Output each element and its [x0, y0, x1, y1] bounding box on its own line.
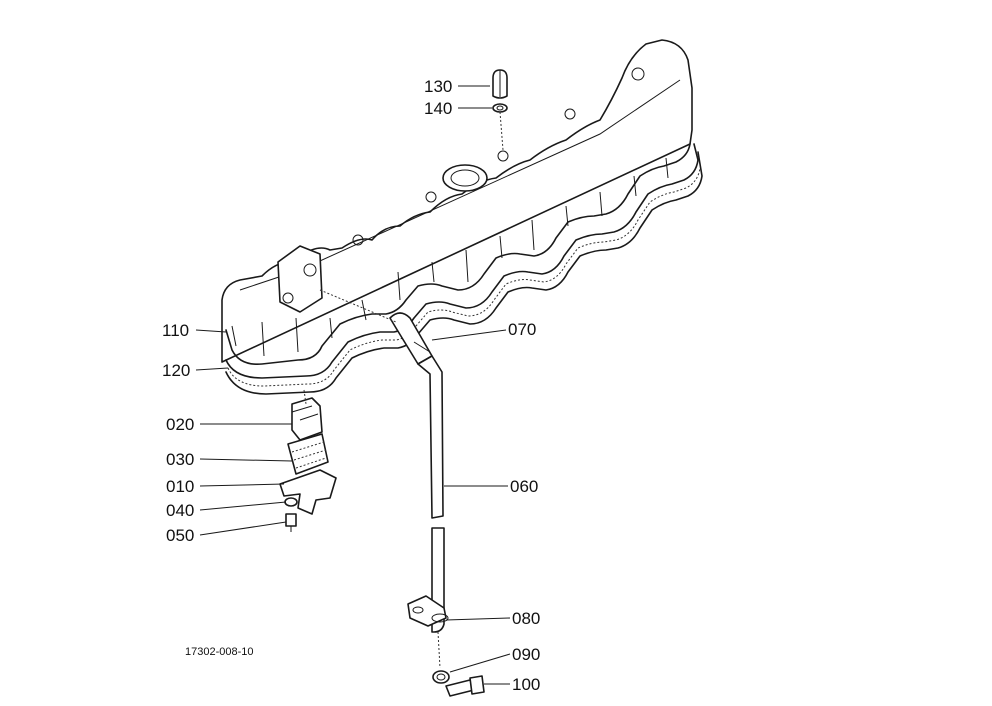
cylinder-head-cover: [221, 39, 703, 395]
callout-140: 140: [424, 99, 452, 118]
callout-120: 120: [162, 361, 190, 380]
callout-080: 080: [512, 609, 540, 628]
breather-hose: [389, 312, 433, 365]
callout-130: 130: [424, 77, 452, 96]
callout-040: 040: [166, 501, 194, 520]
callout-010: 010: [166, 477, 194, 496]
plain-washer: [284, 497, 298, 507]
callout-090: 090: [512, 645, 540, 664]
breather-pipe: [417, 355, 444, 519]
callout-060: 060: [510, 477, 538, 496]
pipe-clamp: [407, 595, 449, 627]
callout-050: 050: [166, 526, 194, 545]
bracket: [279, 469, 337, 515]
drawing-reference-number: 17302-008-10: [185, 646, 254, 658]
breather-valve-holder: [291, 397, 323, 441]
callout-070: 070: [508, 320, 536, 339]
callout-110: 110: [162, 321, 189, 340]
lock-washer: [432, 670, 450, 684]
callout-100: 100: [512, 675, 540, 694]
hex-bolt: [445, 675, 485, 697]
small-screw: [285, 513, 297, 532]
seal-washer: [492, 103, 508, 113]
breather-valve: [287, 433, 329, 475]
callout-020: 020: [166, 415, 194, 434]
cap-nut: [492, 69, 508, 99]
callout-030: 030: [166, 450, 194, 469]
